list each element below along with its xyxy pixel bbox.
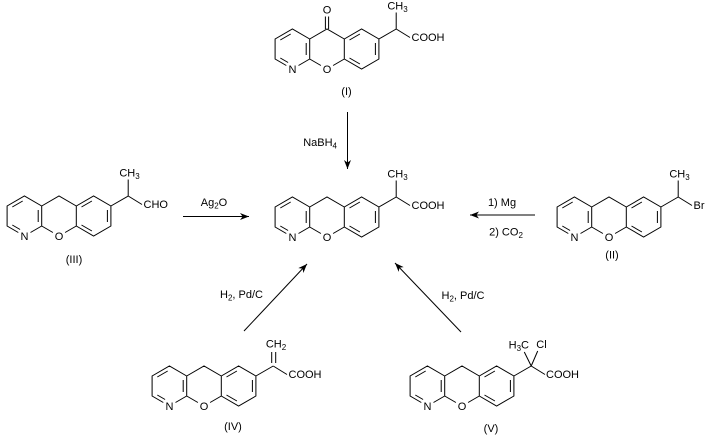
nitrogen-label: N: [423, 401, 431, 413]
compound-label-I: (I): [341, 86, 351, 98]
ketone-double-bond: [324, 16, 330, 29]
side-chain-bonds: [395, 12, 411, 38]
ch3-label: CH3: [387, 1, 408, 15]
side-chain-bonds: [127, 179, 143, 205]
oxygen-label: O: [200, 401, 209, 413]
compound-IV: N O CH2 COOH (IV): [151, 339, 322, 433]
oxygen-label: O: [323, 64, 332, 76]
quaternary-carbon-bonds: [523, 350, 546, 375]
reagent-labels: NaBH4 Ag2O 1) Mg 2) CO2 H2, Pd/C H2, Pd/…: [201, 137, 524, 304]
arrow-h2pdc-upright: [243, 263, 308, 332]
reagent-co2-step2: 2) CO2: [489, 227, 523, 241]
ch3-label: CH3: [387, 169, 408, 183]
compound-III: N O CH3 CHO (III): [6, 168, 169, 266]
vinylidene-double-bond: [271, 352, 288, 375]
nitrogen-label: N: [165, 401, 173, 413]
reagent-h2pdc-left: H2, Pd/C: [220, 289, 263, 303]
nitrogen-label: N: [288, 232, 296, 244]
reagent-h2pdc-right: H2, Pd/C: [442, 290, 485, 304]
ch3-label: CH3: [669, 169, 690, 183]
side-chain-bonds: [395, 180, 411, 206]
ch3-label: CH3: [119, 168, 140, 182]
reagent-nabh4: NaBH4: [303, 137, 337, 151]
cl-label: Cl: [536, 339, 546, 351]
arrow-h2pdc-upleft: [394, 262, 462, 333]
side-chain-bonds: [677, 180, 693, 206]
reagent-mg-step1: 1) Mg: [488, 197, 516, 209]
br-label: Br: [694, 200, 705, 212]
reaction-arrows: [183, 112, 535, 333]
ketone-oxygen-label: O: [323, 5, 332, 17]
h3c-label: H3C: [509, 340, 529, 354]
compound-label-II: (II): [605, 250, 618, 262]
compound-product: N O CH3 COOH: [274, 169, 445, 244]
cooh-label: COOH: [289, 369, 322, 381]
nitrogen-label: N: [570, 232, 578, 244]
oxygen-label: O: [458, 401, 467, 413]
compound-I: O N O CH3 COOH (I): [274, 1, 445, 98]
nitrogen-label: N: [20, 231, 28, 243]
compound-II: N O CH3 Br (II): [556, 169, 705, 262]
oxygen-label: O: [323, 232, 332, 244]
compound-V: N O H3C Cl COOH (V): [409, 339, 579, 435]
cooh-label: COOH: [412, 32, 445, 44]
nitrogen-label: N: [288, 64, 296, 76]
reagent-ag2o: Ag2O: [201, 197, 228, 211]
compound-label-III: (III): [66, 254, 83, 266]
ch2-label: CH2: [266, 339, 287, 353]
cooh-label: COOH: [546, 369, 579, 381]
compound-label-IV: (IV): [224, 421, 242, 433]
cho-label: CHO: [144, 199, 169, 211]
cooh-label: COOH: [412, 200, 445, 212]
oxygen-label: O: [55, 231, 64, 243]
compound-label-V: (V): [484, 423, 499, 435]
oxygen-label: O: [605, 232, 614, 244]
